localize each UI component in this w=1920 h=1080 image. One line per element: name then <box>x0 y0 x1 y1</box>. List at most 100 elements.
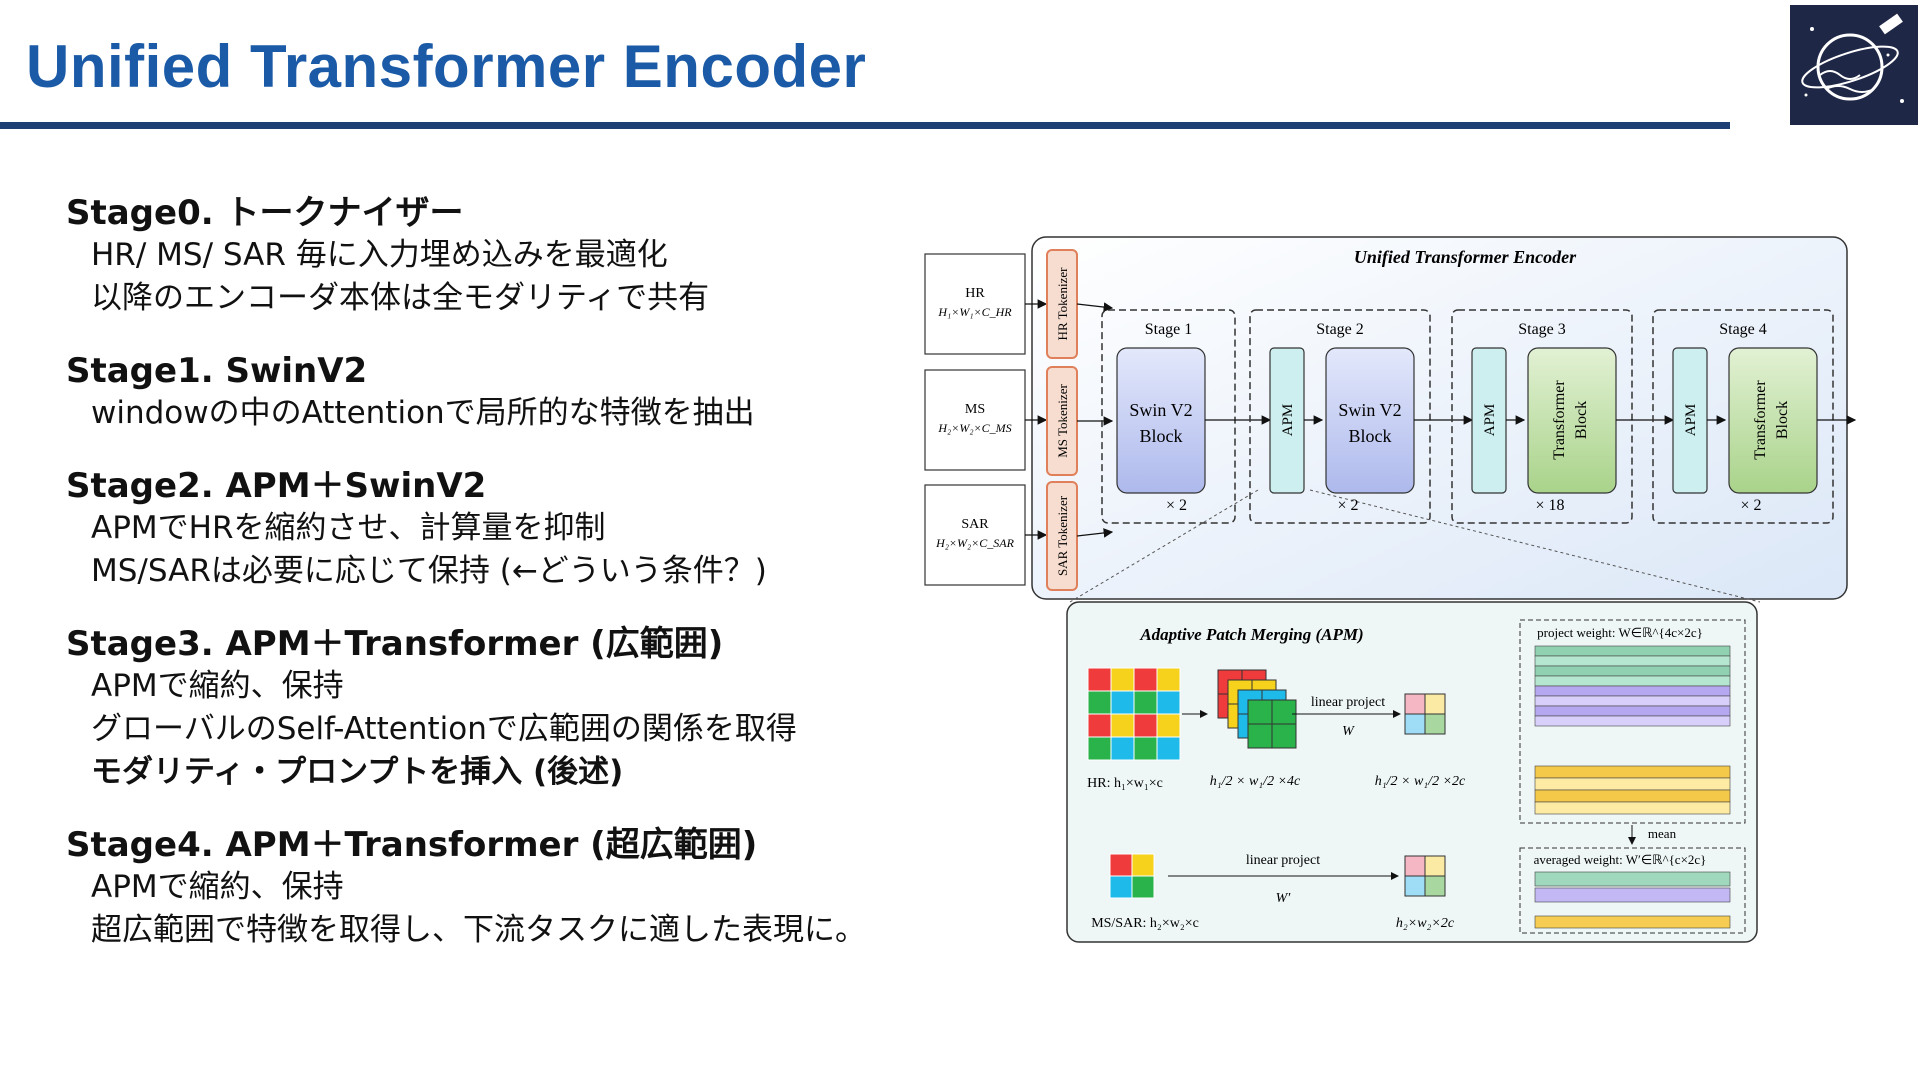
averaged-weight-frame <box>1519 847 1746 934</box>
patch-cell <box>1087 690 1112 715</box>
block-label-line1: Transformer <box>1551 380 1568 460</box>
block-label-line1: Transformer <box>1752 380 1769 460</box>
stage-detail-line: グローバルのSelf-Attentionで広範囲の関係を取得 <box>91 711 797 747</box>
swin-v2-block <box>1325 347 1415 494</box>
tokenizer-arrow <box>1076 528 1114 538</box>
stage-3-group <box>1451 309 1633 524</box>
patch-cell <box>1131 853 1155 877</box>
transformer-block <box>1728 347 1818 494</box>
stage-heading: Stage2. APM＋SwinV2 <box>66 466 487 506</box>
weight-row <box>1534 675 1731 687</box>
patch-cell <box>1133 667 1158 692</box>
block-label-line2: Block <box>1573 401 1590 439</box>
input-box-hr <box>924 253 1026 355</box>
weight-row <box>1534 789 1731 803</box>
weight-row <box>1534 695 1731 707</box>
project-weight-frame <box>1519 619 1746 824</box>
patch-cell <box>1424 855 1446 877</box>
patch-cell <box>1131 875 1155 899</box>
stage-2-group <box>1249 309 1431 524</box>
patch-cell <box>1404 875 1426 897</box>
patch-cell <box>1087 667 1112 692</box>
weight-row <box>1534 801 1731 815</box>
patch-cell <box>1109 875 1133 899</box>
patch-cell <box>1110 736 1135 761</box>
w-prime-label: W′ <box>1276 891 1292 906</box>
block-label-line2: Block <box>1140 426 1183 446</box>
transformer-block <box>1527 347 1617 494</box>
encoder-title: Unified Transformer Encoder <box>1354 247 1577 267</box>
hr-dims-label: HR: h₁×w₁×c <box>1087 776 1163 791</box>
ms-dims-label: MS/SAR: h₂×w₂×c <box>1091 916 1199 931</box>
patch-cell <box>1133 690 1158 715</box>
repeat-count: × 2 <box>1337 497 1358 514</box>
stage-1-group <box>1101 309 1236 524</box>
stage-detail-line: APMで縮約、保持 <box>91 668 344 704</box>
weight-row <box>1534 765 1731 779</box>
challenge-logo <box>1790 5 1918 125</box>
averaged-weight-row <box>1534 915 1731 929</box>
stage-3-section: Stage3. APM＋Transformer (広範囲) APMで縮約、保持グロ… <box>66 623 906 794</box>
hr-patch-grid <box>1087 667 1181 761</box>
patch-cell <box>1133 713 1158 738</box>
linear-project-label: linear project <box>1311 695 1385 710</box>
input-box-sar <box>924 484 1026 586</box>
block-label-line1: Swin V2 <box>1338 400 1401 420</box>
patch-cell <box>1110 667 1135 692</box>
patch-cell <box>1156 713 1181 738</box>
tokenizer-label: SAR Tokenizer <box>1055 495 1070 576</box>
ms-patch-grid <box>1109 853 1155 899</box>
zoom-guide-right <box>1309 489 1761 603</box>
stage-detail-line: windowの中のAttentionで局所的な特徴を抽出 <box>91 395 755 431</box>
tokenizer-label: HR Tokenizer <box>1055 267 1070 341</box>
patch-cell <box>1247 723 1273 749</box>
projected-dims-label: h₁/2 × w₁/2 ×2c <box>1375 774 1466 789</box>
merged-dims-label: h₁/2 × w₁/2 ×4c <box>1210 774 1301 789</box>
repeat-count: × 18 <box>1535 497 1564 514</box>
patch-cell <box>1424 693 1446 715</box>
merged-output-grid <box>1404 693 1446 735</box>
stage-detail-line: APMで縮約、保持 <box>91 869 344 905</box>
stage-heading: Stage3. APM＋Transformer (広範囲) <box>66 624 724 664</box>
weight-row <box>1534 645 1731 657</box>
stage-detail-line: 以降のエンコーダ本体は全モダリティで共有 <box>91 280 710 316</box>
input-dims: H₂×W₂×C_MS <box>937 421 1011 435</box>
stage-label: Stage 2 <box>1316 321 1364 338</box>
averaged-weight-label: averaged weight: W′∈ℝ^{c×2c} <box>1534 852 1707 867</box>
stage-4-group <box>1652 309 1834 524</box>
input-name: HR <box>965 286 985 301</box>
stage-label: Stage 4 <box>1719 321 1767 338</box>
stage-heading: Stage0. トークナイザー <box>66 193 464 233</box>
patch-cell <box>1087 736 1112 761</box>
block-label-line2: Block <box>1349 426 1392 446</box>
weight-row <box>1534 715 1731 727</box>
stage-detail-line: 超広範囲で特徴を取得し、下流タスクに適した表現に。 <box>91 912 866 948</box>
title-underline <box>0 122 1730 129</box>
patch-cell <box>1156 736 1181 761</box>
weight-row <box>1534 665 1731 677</box>
patch-cell <box>1109 853 1133 877</box>
apm-panel-title: Adaptive Patch Merging (APM) <box>1139 625 1363 644</box>
patch-cell <box>1424 875 1446 897</box>
stage-label: Stage 3 <box>1518 321 1566 338</box>
patch-cell <box>1133 736 1158 761</box>
patch-cell <box>1110 713 1135 738</box>
input-name: MS <box>965 402 985 417</box>
stacked-patch-layer <box>1247 699 1297 749</box>
stage-detail-line: モダリティ・プロンプトを挿入 (後述) <box>91 754 624 790</box>
block-label-line1: Swin V2 <box>1129 400 1192 420</box>
averaged-weight-row <box>1534 871 1731 887</box>
patch-cell <box>1156 667 1181 692</box>
patch-cell <box>1247 699 1273 725</box>
apm-label: APM <box>1482 404 1498 437</box>
weight-row <box>1534 777 1731 791</box>
patch-cell <box>1156 690 1181 715</box>
repeat-count: × 2 <box>1740 497 1761 514</box>
